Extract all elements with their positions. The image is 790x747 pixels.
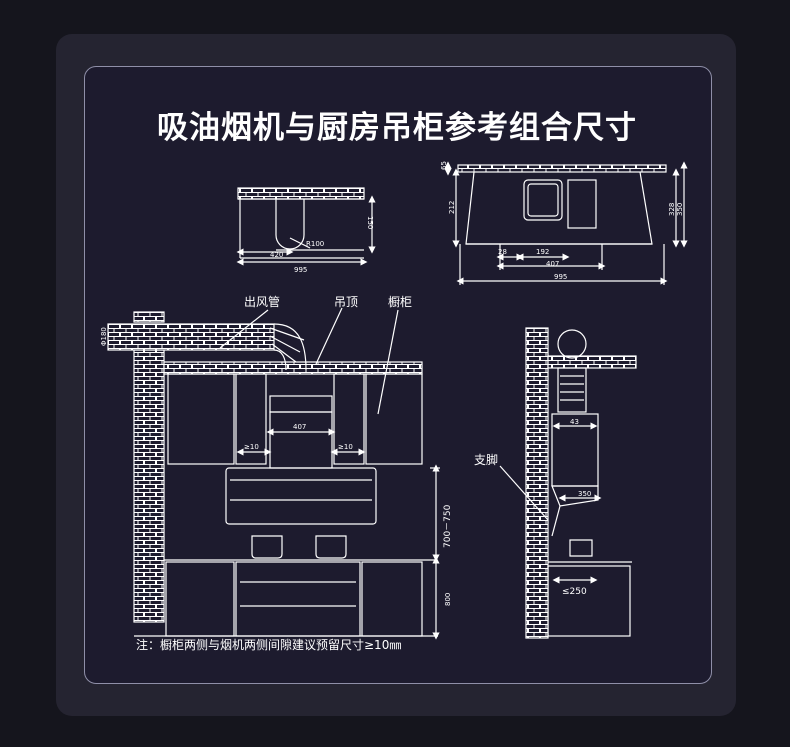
footnote: 注：橱柜两侧与烟机两侧间隙建议预留尺寸≥10㎜ — [136, 638, 402, 652]
dim-text-328: 328 — [668, 203, 676, 216]
front-view — [107, 307, 440, 640]
top-left-duct — [275, 199, 305, 250]
dim-text-43: 43 — [570, 418, 579, 426]
dim-text-28: 28 — [498, 248, 507, 256]
front-pot-right — [315, 535, 347, 559]
top-right-ceiling-brick — [457, 164, 667, 173]
front-ceiling-brick — [163, 361, 423, 375]
front-lower-cabinet-left — [165, 561, 235, 637]
front-hood-chimney — [269, 411, 333, 469]
side-ceiling-brick — [547, 355, 637, 369]
dim-text-250: ≤250 — [562, 587, 587, 597]
dim-text-phi180: Φ180 — [100, 327, 108, 346]
dim-text-350-top: 350 — [676, 203, 684, 216]
front-duct-brick — [107, 323, 275, 351]
side-wall-brick — [525, 327, 549, 639]
dim-text-420: 420 — [270, 251, 283, 259]
dim-text-700-750: 700－750 — [443, 504, 453, 548]
dim-text-r100: R100 — [306, 240, 324, 248]
dim-text-150: 150 — [366, 216, 374, 229]
dim-text-407-top: 407 — [546, 260, 559, 268]
front-wall-brick — [133, 349, 165, 623]
top-right-elevation — [444, 161, 688, 285]
top-left-ceiling-brick — [237, 187, 365, 200]
dim-text-995-left: 995 — [294, 266, 307, 274]
side-view — [499, 327, 637, 639]
top-right-hood-outline — [465, 171, 653, 245]
side-duct-flex — [557, 367, 587, 413]
dim-text-995-right: 995 — [554, 273, 567, 281]
front-upper-cabinet-left — [167, 373, 235, 465]
dim-text-800: 800 — [444, 593, 452, 606]
side-duct-circle — [557, 329, 587, 359]
dim-text-212: 212 — [448, 201, 456, 214]
side-pot — [569, 539, 593, 557]
page-title: 吸油烟机与厨房吊柜参考组合尺寸 — [157, 110, 637, 146]
front-oven — [235, 561, 361, 637]
front-flex-duct — [273, 323, 307, 371]
top-left-plan-view — [236, 187, 376, 266]
side-bracket-leader — [499, 465, 549, 521]
dim-text-gap-left: ≥10 — [244, 443, 259, 451]
front-upper-cabinet-right — [365, 373, 423, 465]
label-ceiling: 吊顶 — [334, 295, 358, 309]
front-hood-body — [225, 467, 377, 525]
label-cabinet: 橱柜 — [388, 295, 412, 309]
front-hood-top — [269, 395, 333, 413]
label-bracket: 支脚 — [474, 452, 498, 467]
dim-text-65: 65 — [440, 161, 448, 170]
dim-text-gap-right: ≥10 — [338, 443, 353, 451]
side-lower-cabinet — [547, 565, 631, 637]
top-right-motor-window — [523, 179, 563, 221]
label-duct: 出风管 — [244, 294, 280, 309]
dim-text-407-front: 407 — [293, 423, 306, 431]
dim-text-192: 192 — [536, 248, 549, 256]
front-pot-left — [251, 535, 283, 559]
dim-text-350-side: 350 — [578, 490, 591, 498]
